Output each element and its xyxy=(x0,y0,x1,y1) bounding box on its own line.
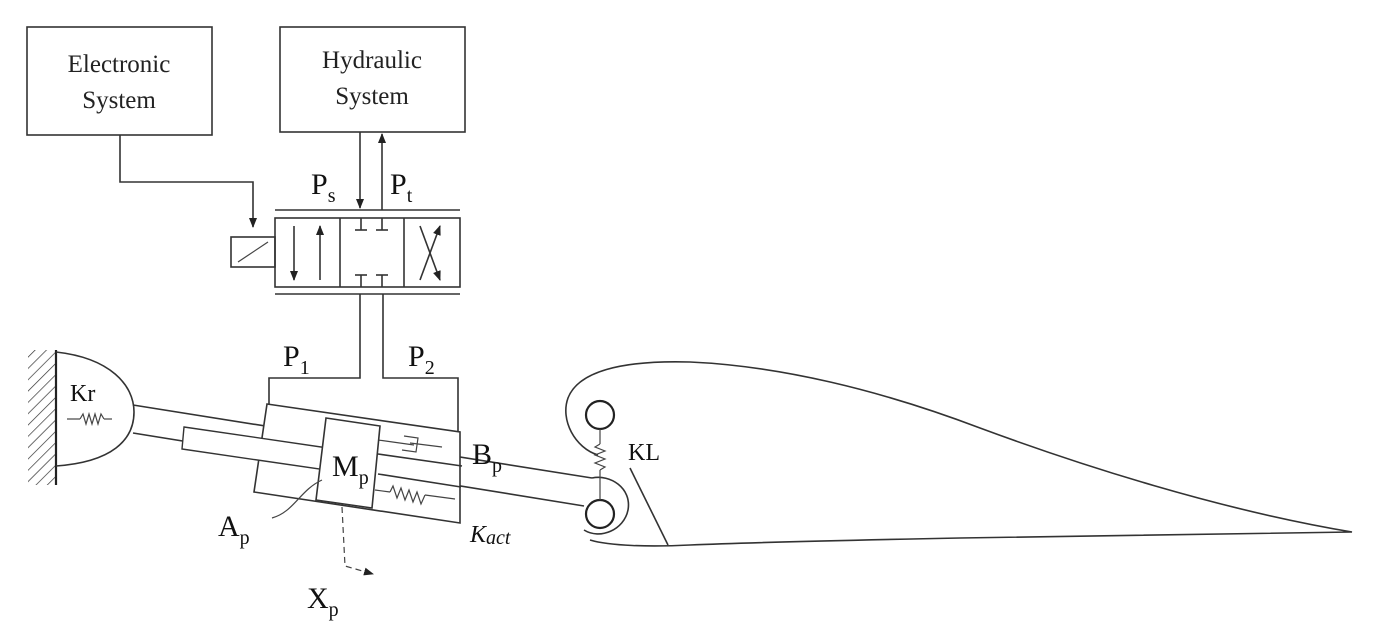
damper-bp xyxy=(377,435,443,453)
electronic-system-block: Electronic System xyxy=(26,26,213,136)
rod-spring-kr xyxy=(67,411,112,427)
tank-pressure-label: Pt xyxy=(390,168,413,207)
piston-area-label: Ap xyxy=(218,510,250,549)
hydraulic-system-line1: Hydraulic xyxy=(322,47,422,74)
area-pointer xyxy=(271,479,323,519)
displacement-arrow xyxy=(341,506,374,576)
displacement-label: Xp xyxy=(307,582,339,621)
hinge-lower xyxy=(584,498,616,530)
rod-stiffness-label: Kr xyxy=(70,381,95,407)
ground-wall xyxy=(28,350,135,485)
servo-valve xyxy=(230,209,461,295)
control-signal-line xyxy=(119,135,257,228)
supply-pressure-label: Ps xyxy=(311,168,336,207)
linkage-stiffness-label: KL xyxy=(628,440,660,466)
actuator-stiffness-label: Kact xyxy=(469,522,511,549)
hinge-upper xyxy=(584,399,616,431)
piston-mass-label: Mp xyxy=(332,450,369,489)
electronic-system-line2: System xyxy=(82,87,156,114)
electronic-system-line1: Electronic xyxy=(68,51,171,78)
pressure-p2-label: P2 xyxy=(408,340,435,379)
hydraulic-system-block: Hydraulic System xyxy=(279,26,466,133)
control-surface-airfoil xyxy=(565,360,1353,547)
linkage-spring-kl xyxy=(593,429,607,500)
actuator-spring-kact xyxy=(374,484,456,506)
hydraulic-system-line2: System xyxy=(335,83,409,110)
hydraulic-cylinder xyxy=(181,403,463,524)
damping-label: Bp xyxy=(472,438,502,477)
solenoid xyxy=(230,236,276,268)
line-p2 xyxy=(382,294,459,432)
line-p1 xyxy=(268,294,361,404)
piston-mass xyxy=(315,417,381,509)
pressure-p1-label: P1 xyxy=(283,340,310,379)
